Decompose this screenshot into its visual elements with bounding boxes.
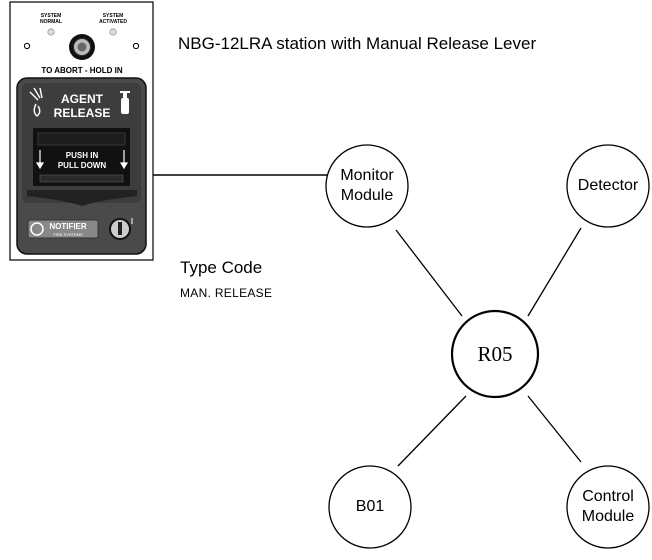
indicator-activated-label-2: ACTIVATED	[99, 19, 127, 25]
hand-flame-icon	[29, 87, 43, 117]
node-detector	[566, 144, 650, 228]
b01-label: B01	[355, 498, 385, 515]
brand-name: NOTIFIER	[49, 222, 87, 231]
screw-left	[23, 42, 31, 50]
node-detector-label: Detector	[567, 145, 649, 227]
link-detector-hub	[527, 227, 582, 317]
push-label-2: PULL DOWN	[58, 161, 107, 170]
cylinder-icon	[120, 91, 130, 114]
link-control-hub	[527, 395, 582, 463]
node-monitor-module	[325, 144, 409, 228]
brand-subtitle: FIRE SYSTEMS	[53, 232, 83, 237]
monitor-line-2: Module	[340, 187, 394, 204]
node-control-module	[566, 465, 650, 549]
link-monitor-hub	[395, 229, 463, 317]
node-hub-label: R05	[452, 311, 538, 397]
control-line-1: Control	[582, 488, 634, 505]
push-label-1: PUSH IN	[66, 151, 99, 160]
control-line-2: Module	[581, 508, 635, 525]
hub-label: R05	[477, 342, 513, 366]
indicator-normal-label-1: SYSTEM	[41, 13, 62, 19]
agent-label-2: RELEASE	[54, 106, 111, 120]
link-b01-hub	[397, 395, 467, 467]
brand-logo-icon	[30, 222, 44, 236]
node-b01	[328, 465, 412, 549]
indicator-normal-lamp	[47, 28, 55, 36]
lever-shape	[27, 190, 137, 206]
node-b01-label: B01	[329, 466, 411, 548]
screw-right	[132, 42, 140, 50]
arrow-down-right-icon	[119, 150, 129, 170]
abort-button-center	[77, 42, 87, 52]
node-hub-r05	[450, 309, 540, 399]
type-code-value: MAN. RELEASE	[180, 286, 273, 300]
abort-text: TO ABORT - HOLD IN	[41, 66, 123, 75]
indicator-normal-label-2: NORMAL	[40, 19, 62, 25]
monitor-line-1: Monitor	[340, 167, 394, 184]
agent-label-1: AGENT	[61, 92, 104, 106]
indicator-activated-lamp	[109, 28, 117, 36]
detector-line-1: Detector	[577, 177, 639, 194]
indicator-activated-label-1: SYSTEM	[103, 13, 124, 19]
station-caption: NBG-12LRA station with Manual Release Le…	[178, 34, 537, 53]
type-code-heading: Type Code	[180, 258, 263, 277]
station-device: SYSTEM NORMAL SYSTEM ACTIVATED TO ABORT …	[9, 1, 154, 261]
arrow-down-left-icon	[35, 150, 45, 170]
